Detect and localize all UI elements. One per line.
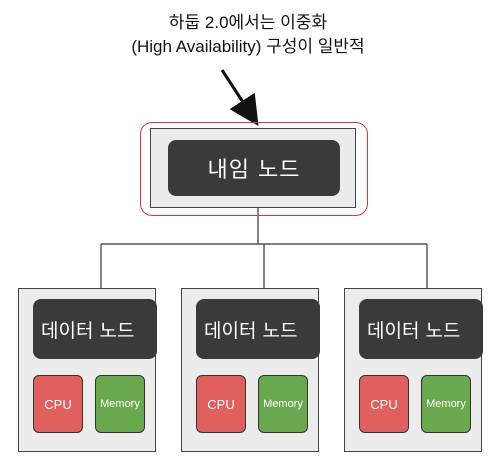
data-node-2: 데이터 노드 CPU Memory	[181, 288, 320, 452]
annotation-arrow	[220, 69, 259, 127]
data-node-label: 데이터 노드	[359, 299, 483, 359]
memory-chip: Memory	[258, 375, 308, 433]
cpu-chip: CPU	[359, 375, 409, 433]
annotation-line-2: (High Availability) 구성이 일반적	[131, 37, 365, 56]
name-node-label: 내임 노드	[168, 140, 340, 196]
cpu-chip: CPU	[33, 375, 83, 433]
cpu-chip: CPU	[196, 375, 246, 433]
memory-chip: Memory	[95, 375, 145, 433]
annotation-line-1: 하둡 2.0에서는 이중화	[168, 13, 328, 32]
data-node-3: 데이터 노드 CPU Memory	[344, 288, 483, 452]
name-node-highlight	[140, 122, 368, 216]
data-node-label: 데이터 노드	[33, 299, 157, 359]
data-node-label: 데이터 노드	[196, 299, 320, 359]
memory-chip: Memory	[421, 375, 471, 433]
data-node-1: 데이터 노드 CPU Memory	[18, 288, 157, 452]
